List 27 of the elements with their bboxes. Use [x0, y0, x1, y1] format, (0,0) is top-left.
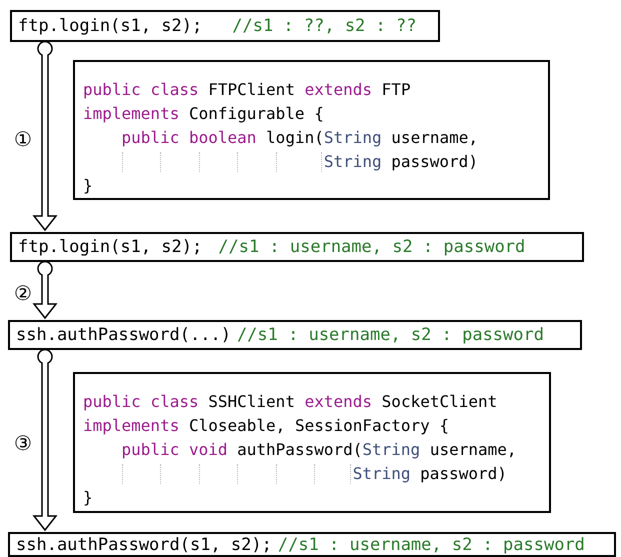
- code-box: [73, 372, 551, 513]
- code-statement: ftp.login(s1, s2);: [18, 16, 202, 36]
- code-line: implements Closeable, SessionFactory {: [83, 416, 450, 435]
- statement-box: [8, 320, 582, 350]
- code-line: implements Configurable {: [83, 104, 324, 123]
- code-box: [73, 60, 550, 200]
- statement-box: [8, 532, 616, 557]
- statement-box: [10, 232, 584, 262]
- hollow-arrow: [33, 260, 57, 319]
- code-line: public boolean login(String username,: [122, 128, 478, 147]
- hollow-arrow: [33, 40, 57, 231]
- code-statement: ftp.login(s1, s2);: [18, 237, 202, 257]
- statement-box: [10, 10, 440, 42]
- code-comment: //s1 : ??, s2 : ??: [232, 16, 416, 36]
- code-line: String password): [352, 464, 507, 483]
- code-line: public class SSHClient extends SocketClient: [83, 392, 498, 411]
- code-line: }: [83, 488, 93, 507]
- hollow-arrow: [33, 348, 57, 531]
- code-line: public void authPassword(String username,: [122, 440, 517, 459]
- code-comment: //s1 : username, s2 : password: [218, 237, 526, 257]
- code-line: String password): [324, 152, 478, 171]
- code-comment: //s1 : username, s2 : password: [278, 534, 585, 554]
- code-statement: ssh.authPassword(s1, s2);: [16, 534, 272, 554]
- code-comment: //s1 : username, s2 : password: [236, 325, 544, 345]
- code-statement: ssh.authPassword(...): [16, 325, 231, 345]
- code-line: public class FTPClient extends FTP: [83, 80, 411, 99]
- code-line: }: [83, 176, 93, 195]
